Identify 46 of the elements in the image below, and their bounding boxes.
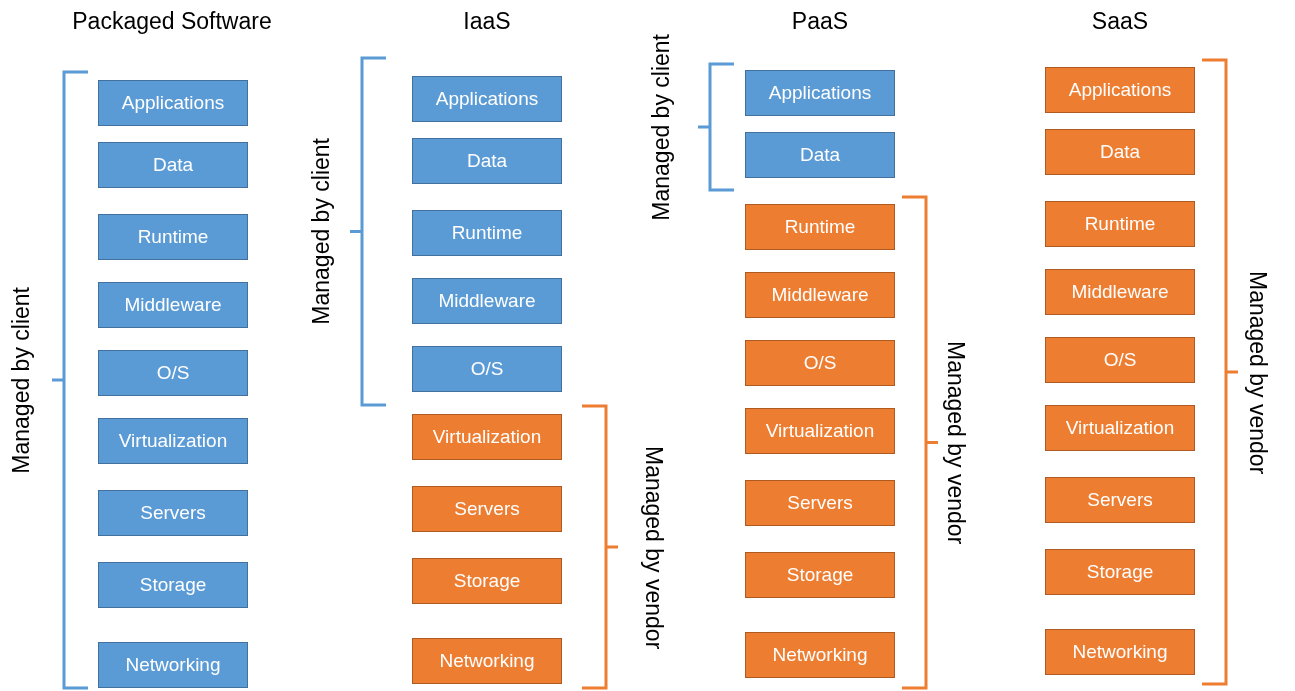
column-heading: IaaS [463, 8, 511, 35]
bracket-label: Managed by vendor [942, 341, 969, 545]
layer-box: Servers [412, 486, 562, 532]
bracket-label: Managed by vendor [1244, 270, 1271, 474]
layer-box: Applications [745, 70, 895, 116]
layer-box: Networking [98, 642, 248, 688]
layer-box: Middleware [412, 278, 562, 324]
layer-box: O/S [745, 340, 895, 386]
layer-box: Runtime [1045, 201, 1195, 247]
layer-box: Servers [1045, 477, 1195, 523]
layer-box: Networking [1045, 629, 1195, 675]
layer-box: Data [745, 132, 895, 178]
layer-box: Middleware [98, 282, 248, 328]
layer-box: Networking [412, 638, 562, 684]
layer-box: Runtime [412, 210, 562, 256]
layer-box: O/S [412, 346, 562, 392]
column-heading: SaaS [1091, 8, 1149, 35]
layer-box: Data [412, 138, 562, 184]
layer-box: Applications [1045, 67, 1195, 113]
column-heading: Packaged Software [72, 8, 272, 35]
column-heading: PaaS [791, 8, 849, 35]
layer-box: O/S [98, 350, 248, 396]
layer-box: Servers [98, 490, 248, 536]
bracket-label: Managed by client [308, 138, 335, 325]
layer-box: Servers [745, 480, 895, 526]
layer-box: Virtualization [1045, 405, 1195, 451]
layer-box: Storage [98, 562, 248, 608]
bracket-label: Managed by vendor [640, 445, 667, 649]
layer-box: Storage [412, 558, 562, 604]
layer-box: Virtualization [412, 414, 562, 460]
layer-box: Storage [1045, 549, 1195, 595]
layer-box: O/S [1045, 337, 1195, 383]
layer-box: Data [98, 142, 248, 188]
layer-box: Applications [98, 80, 248, 126]
bracket-label: Managed by client [8, 286, 35, 474]
layer-box: Middleware [1045, 269, 1195, 315]
layer-box: Virtualization [745, 408, 895, 454]
layer-box: Runtime [745, 204, 895, 250]
layer-box: Storage [745, 552, 895, 598]
layer-box: Applications [412, 76, 562, 122]
layer-box: Networking [745, 632, 895, 678]
layer-box: Virtualization [98, 418, 248, 464]
layer-box: Runtime [98, 214, 248, 260]
layer-box: Middleware [745, 272, 895, 318]
bracket-label: Managed by client [648, 33, 675, 221]
layer-box: Data [1045, 129, 1195, 175]
